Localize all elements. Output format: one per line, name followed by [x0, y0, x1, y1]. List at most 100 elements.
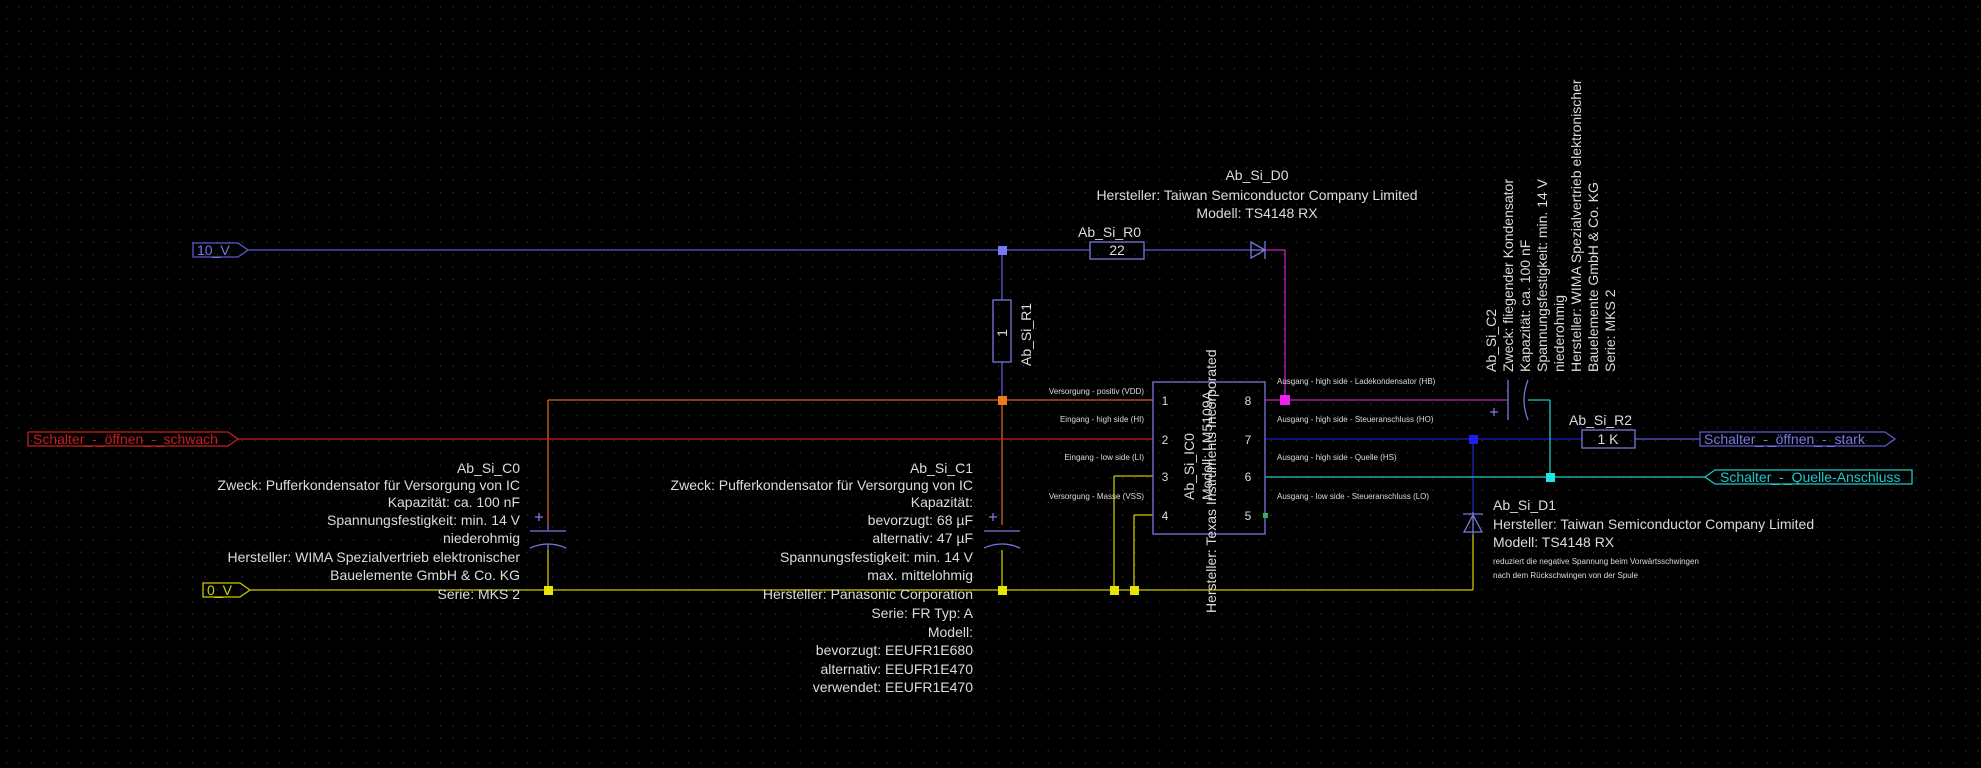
junction-gnd-li [1110, 586, 1119, 595]
port-0v[interactable]: 0_V [202, 582, 252, 598]
r0-value: 22 [1109, 242, 1125, 258]
ic-pin-4-label: Versorgung - Masse (VSS) [1049, 492, 1144, 501]
wire-vdd[interactable] [547, 399, 1153, 525]
d1-note-0: reduziert die negative Spannung beim Vor… [1493, 557, 1699, 566]
r1-ref: Ab_Si_R1 [1018, 303, 1034, 366]
port-schalter-quelle-label: Schalter_-_Quelle-Anschluss [1720, 469, 1901, 485]
wire-gnd[interactable] [250, 475, 1474, 591]
resistor-r1[interactable]: 1 Ab_Si_R1 [992, 299, 1034, 366]
capacitor-c2[interactable] [1490, 379, 1529, 421]
c0-line-2: Kapazität: ca. 100 nF [388, 494, 520, 510]
ic-model: Modell: LM5109A [1199, 390, 1215, 500]
c2-line-1: Zweck: fliegender Kondensator [1500, 179, 1516, 372]
wire-ho[interactable] [1265, 438, 1582, 512]
junction-vdd [998, 396, 1007, 405]
d0-model: Modell: TS4148 RX [1196, 205, 1318, 221]
c1-line-3: bevorzugt: 68 µF [868, 512, 973, 528]
junction-hb [1280, 395, 1290, 405]
c2-label: Ab_Si_C2 Zweck: fliegender Kondensator K… [1483, 79, 1618, 372]
ic-pin-8-num: 8 [1245, 394, 1252, 408]
r1-value: 1 [994, 329, 1010, 337]
ic-lm5109a[interactable]: 1 2 3 4 8 7 6 5 Ab_Si_IC0 Modell: LM5109… [1049, 349, 1436, 613]
d0-maker: Hersteller: Taiwan Semiconductor Company… [1096, 187, 1417, 203]
diode-d0[interactable]: Ab_Si_D0 Hersteller: Taiwan Semiconducto… [1096, 167, 1418, 260]
c2-line-4: niederohmig [1551, 295, 1567, 372]
c1-line-5: Spannungsfestigkeit: min. 14 V [780, 549, 974, 565]
junction-gnd-vss [1130, 586, 1139, 595]
wire-hb[interactable] [1265, 249, 1508, 401]
ic-pin-2-num: 2 [1162, 433, 1169, 447]
c1-line-10: bevorzugt: EEUFR1E680 [816, 642, 973, 658]
c0-label: Ab_Si_C0 Zweck: Pufferkondensator für Ve… [218, 460, 521, 602]
port-schalter-stark-label: Schalter_-_öffnen_-_stark [1704, 431, 1866, 447]
c1-line-4: alternativ: 47 µF [872, 530, 973, 546]
ic-pin-2-label: Eingang - high side (HI) [1060, 415, 1144, 424]
c1-line-8: Serie: FR Typ: A [871, 605, 973, 621]
port-0v-label: 0_V [207, 582, 233, 598]
c0-line-4: niederohmig [443, 530, 520, 546]
ic-pin-6-num: 6 [1245, 470, 1252, 484]
d1-note-1: nach dem Rückschwingen von der Spule [1493, 571, 1639, 580]
port-10v[interactable]: 10_V [192, 242, 250, 258]
diode-d1[interactable] [1462, 512, 1484, 535]
d0-ref: Ab_Si_D0 [1225, 167, 1288, 183]
c2-line-6: Bauelemente GmbH & Co. KG [1585, 182, 1601, 372]
c1-line-7: Hersteller: Panasonic Corporation [763, 586, 973, 602]
ic-maker: Hersteller: Texas Instruments Incorporat… [1203, 349, 1219, 613]
wire-10v[interactable] [248, 249, 1700, 440]
c0-line-1: Zweck: Pufferkondensator für Versorgung … [218, 477, 520, 493]
port-schalter-stark[interactable]: Schalter_-_öffnen_-_stark [1699, 431, 1897, 447]
c1-line-9: Modell: [928, 624, 973, 640]
r2-ref: Ab_Si_R2 [1569, 412, 1632, 428]
c1-line-1: Zweck: Pufferkondensator für Versorgung … [671, 477, 973, 493]
c0-line-7: Serie: MKS 2 [438, 586, 521, 602]
c2-line-3: Spannungsfestigkeit: min. 14 V [1534, 178, 1550, 372]
ic-pin-3-num: 3 [1162, 470, 1169, 484]
c2-line-2: Kapazität: ca. 100 nF [1517, 240, 1533, 372]
r2-value: 1 K [1597, 431, 1619, 447]
ic-pin-7-label: Ausgang - high side - Steueranschluss (H… [1277, 415, 1434, 424]
c1-label: Ab_Si_C1 Zweck: Pufferkondensator für Ve… [671, 460, 974, 695]
ic-pin-5-num: 5 [1245, 509, 1252, 523]
c1-line-12: verwendet: EEUFR1E470 [813, 679, 974, 695]
ic-pin-1-label: Versorgung - positiv (VDD) [1049, 387, 1144, 396]
junction-hs [1546, 473, 1555, 482]
ic-pin-1-num: 1 [1162, 394, 1169, 408]
c0-line-5: Hersteller: WIMA Spezialvertrieb elektro… [227, 549, 520, 565]
c1-line-0: Ab_Si_C1 [910, 460, 973, 476]
ic-pin-3-label: Eingang - low side (LI) [1064, 453, 1144, 462]
c1-line-6: max. mittelohmig [867, 567, 973, 583]
ic-pin-7-num: 7 [1245, 433, 1252, 447]
port-schalter-schwach[interactable]: Schalter_-_öffnen_-_schwach [27, 431, 240, 447]
c0-line-0: Ab_Si_C0 [457, 460, 520, 476]
ic-ref: Ab_Si_IC0 [1181, 433, 1197, 500]
d1-ref: Ab_Si_D1 [1493, 497, 1556, 513]
junction-10v [998, 246, 1007, 255]
c1-line-11: alternativ: EEUFR1E470 [820, 661, 973, 677]
junction-ho [1469, 435, 1478, 444]
c0-line-3: Spannungsfestigkeit: min. 14 V [327, 512, 521, 528]
resistor-r0[interactable]: 22 Ab_Si_R0 [1078, 224, 1145, 260]
junction-gnd-c0 [544, 586, 553, 595]
port-10v-label: 10_V [197, 242, 230, 258]
c2-line-7: Serie: MKS 2 [1602, 289, 1618, 372]
port-schalter-quelle[interactable]: Schalter_-_Quelle-Anschluss [1703, 469, 1913, 485]
port-schalter-schwach-label: Schalter_-_öffnen_-_schwach [33, 431, 218, 447]
d1-label: Ab_Si_D1 Hersteller: Taiwan Semiconducto… [1493, 497, 1814, 580]
d1-maker: Hersteller: Taiwan Semiconductor Company… [1493, 516, 1814, 532]
c1-line-2: Kapazität: [911, 494, 973, 510]
d1-model: Modell: TS4148 RX [1493, 534, 1615, 550]
capacitor-c0[interactable] [529, 513, 567, 550]
junction-gnd-c1 [998, 586, 1007, 595]
ic-pin-4-num: 4 [1162, 509, 1169, 523]
c2-line-5: Hersteller: WIMA Spezialvertrieb elektro… [1568, 79, 1584, 372]
capacitor-c1[interactable] [983, 513, 1021, 549]
ic-pin-6-label: Ausgang - high side - Quelle (HS) [1277, 453, 1397, 462]
c2-line-0: Ab_Si_C2 [1483, 309, 1499, 372]
resistor-r2[interactable]: 1 K Ab_Si_R2 [1569, 412, 1636, 449]
r0-ref: Ab_Si_R0 [1078, 224, 1141, 240]
wire-hs[interactable] [1265, 399, 1705, 478]
ic-pin-8-label: Ausgang - high side - Ladekondensator (H… [1277, 377, 1436, 386]
